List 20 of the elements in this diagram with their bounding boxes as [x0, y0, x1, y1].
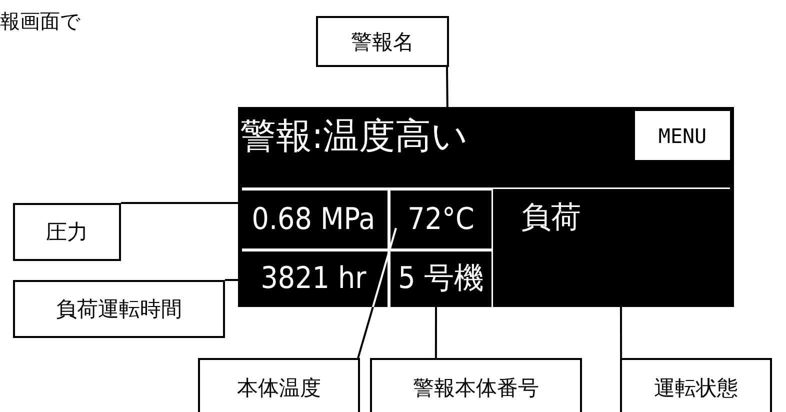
leader-line [225, 278, 238, 281]
leader-line [357, 228, 397, 358]
pressure-value: 0.68 MPa [238, 189, 389, 250]
alarm-title: 警報:温度高い [240, 107, 580, 166]
leader-line [620, 307, 622, 358]
menu-button: MENU [635, 111, 730, 160]
lcd-screen [238, 107, 734, 307]
callout-box: 圧力 [13, 203, 121, 261]
leader-line [446, 66, 448, 108]
leader-line [434, 307, 437, 358]
callout-box: 警報名 [316, 16, 449, 67]
callout-box: 運転状態 [620, 358, 772, 412]
leader-line [121, 202, 238, 204]
callout-box: 負荷運転時間 [13, 280, 225, 338]
temperature-value: 72°C [389, 189, 493, 250]
callout-box: 警報本体番号 [370, 358, 582, 412]
caption-text: 報画面で [0, 8, 80, 35]
callout-box: 本体温度 [198, 358, 360, 412]
hours-value: 3821 hr [238, 250, 389, 307]
unit-number-value: 5 号機 [389, 250, 493, 307]
